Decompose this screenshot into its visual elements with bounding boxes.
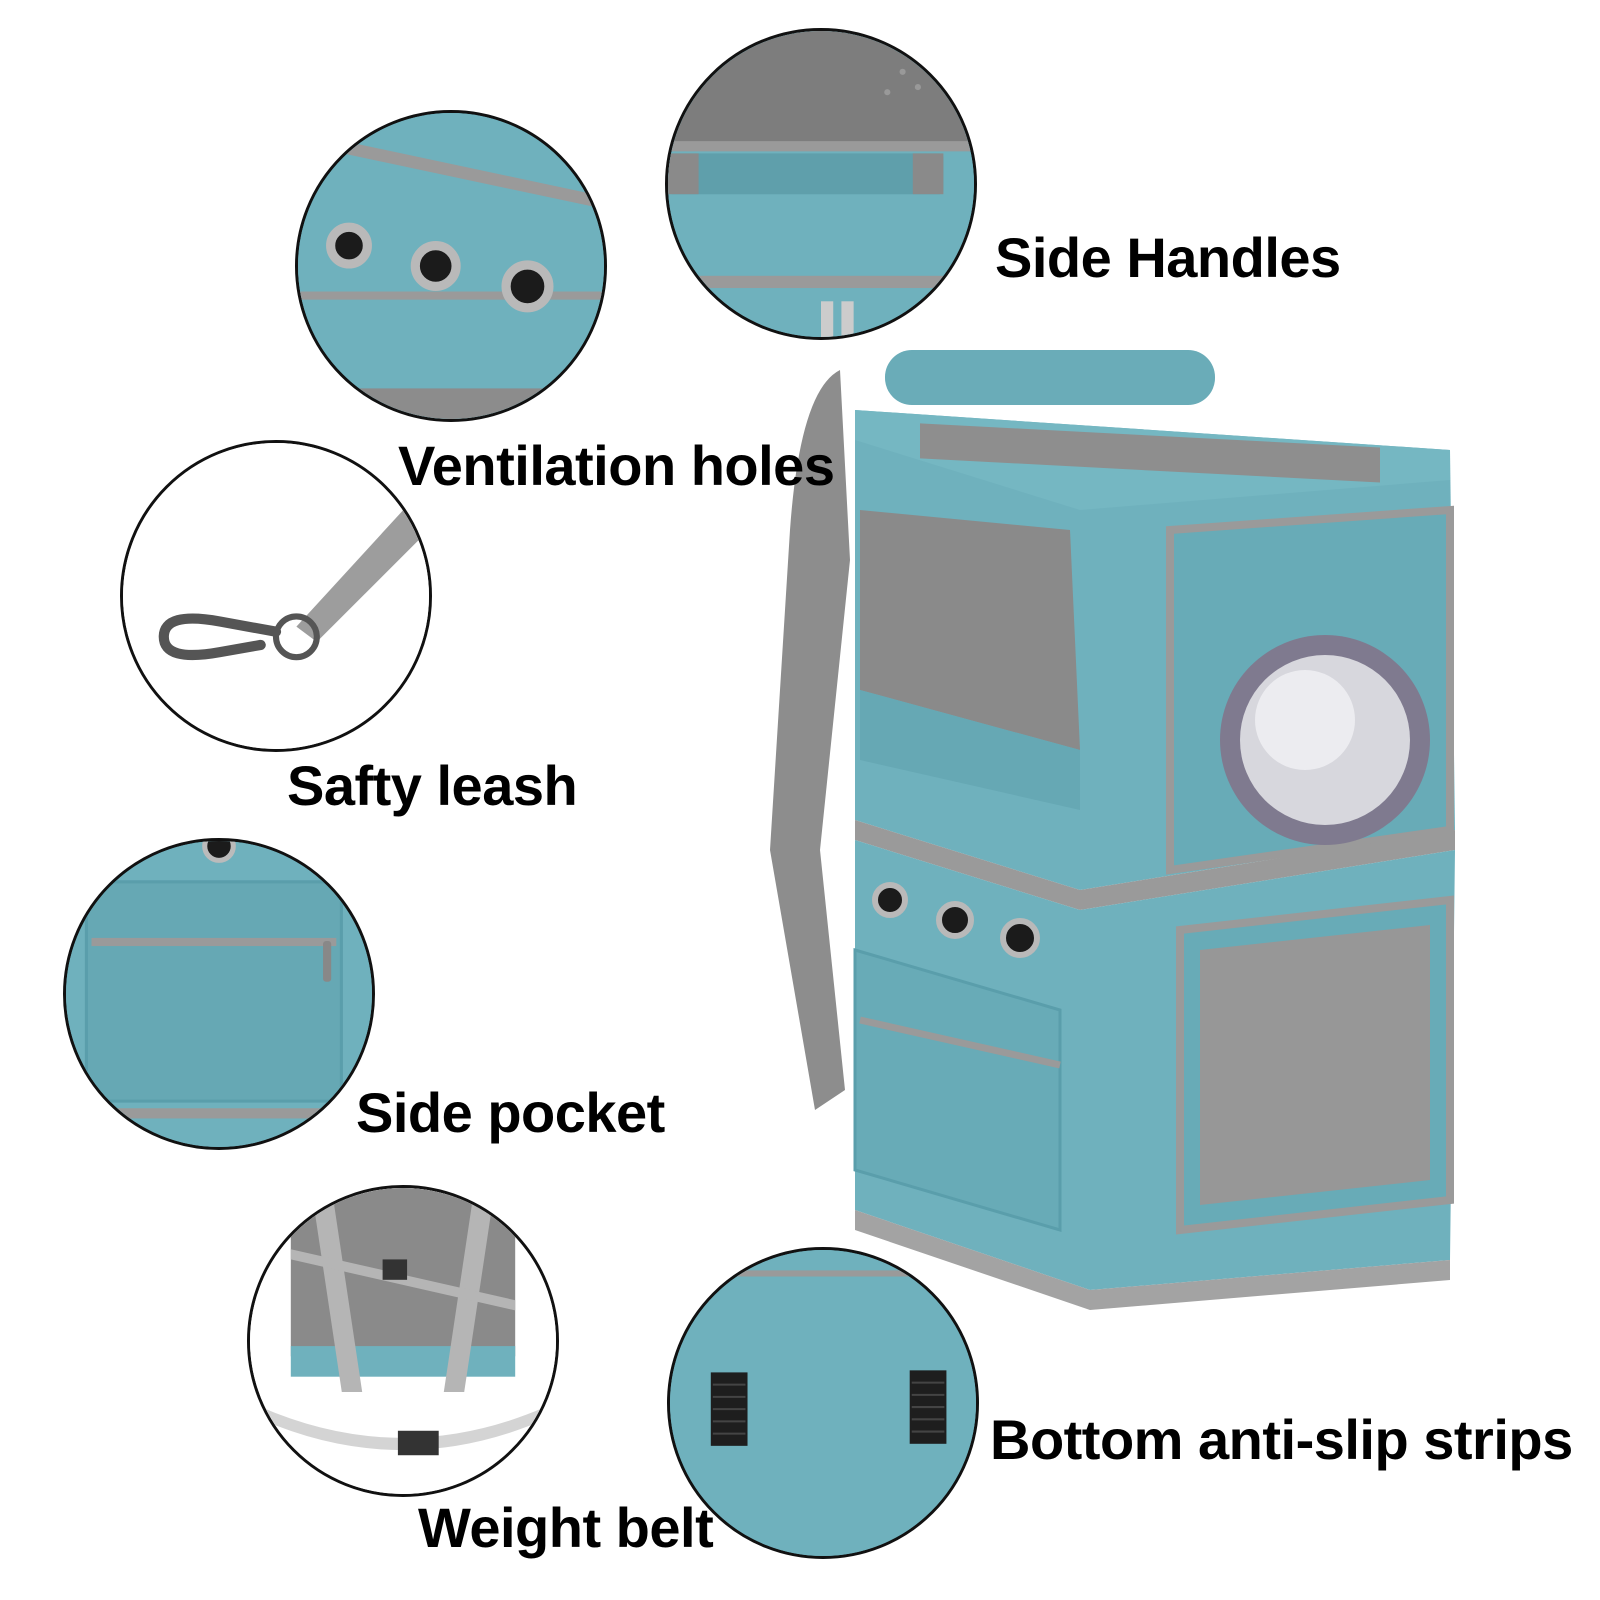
side-pocket-label: Side pocket xyxy=(356,1081,665,1144)
pocket-icon xyxy=(66,841,372,1147)
ventilation-holes-label: Ventilation holes xyxy=(398,434,835,497)
bottom-strips-label: Bottom anti-slip strips xyxy=(990,1408,1573,1471)
side-pocket-detail-image xyxy=(63,838,375,1150)
belt-buckle-icon xyxy=(250,1188,556,1494)
side-handles-detail-image xyxy=(665,28,977,340)
safty-leash-detail-image xyxy=(120,440,432,752)
side-handles-label: Side Handles xyxy=(995,226,1341,289)
anti-slip-strip-icon xyxy=(670,1250,976,1556)
leash-clip-icon xyxy=(123,443,429,749)
pet-carrier-backpack-image xyxy=(760,330,1520,1330)
ventilation-holes-icon xyxy=(298,113,604,419)
backpack-icon xyxy=(770,350,1455,1310)
weight-belt-label: Weight belt xyxy=(418,1496,714,1559)
safty-leash-label: Safty leash xyxy=(287,754,578,817)
bottom-strips-detail-image xyxy=(667,1247,979,1559)
weight-belt-detail-image xyxy=(247,1185,559,1497)
handle-icon xyxy=(668,31,974,337)
ventilation-holes-detail-image xyxy=(295,110,607,422)
